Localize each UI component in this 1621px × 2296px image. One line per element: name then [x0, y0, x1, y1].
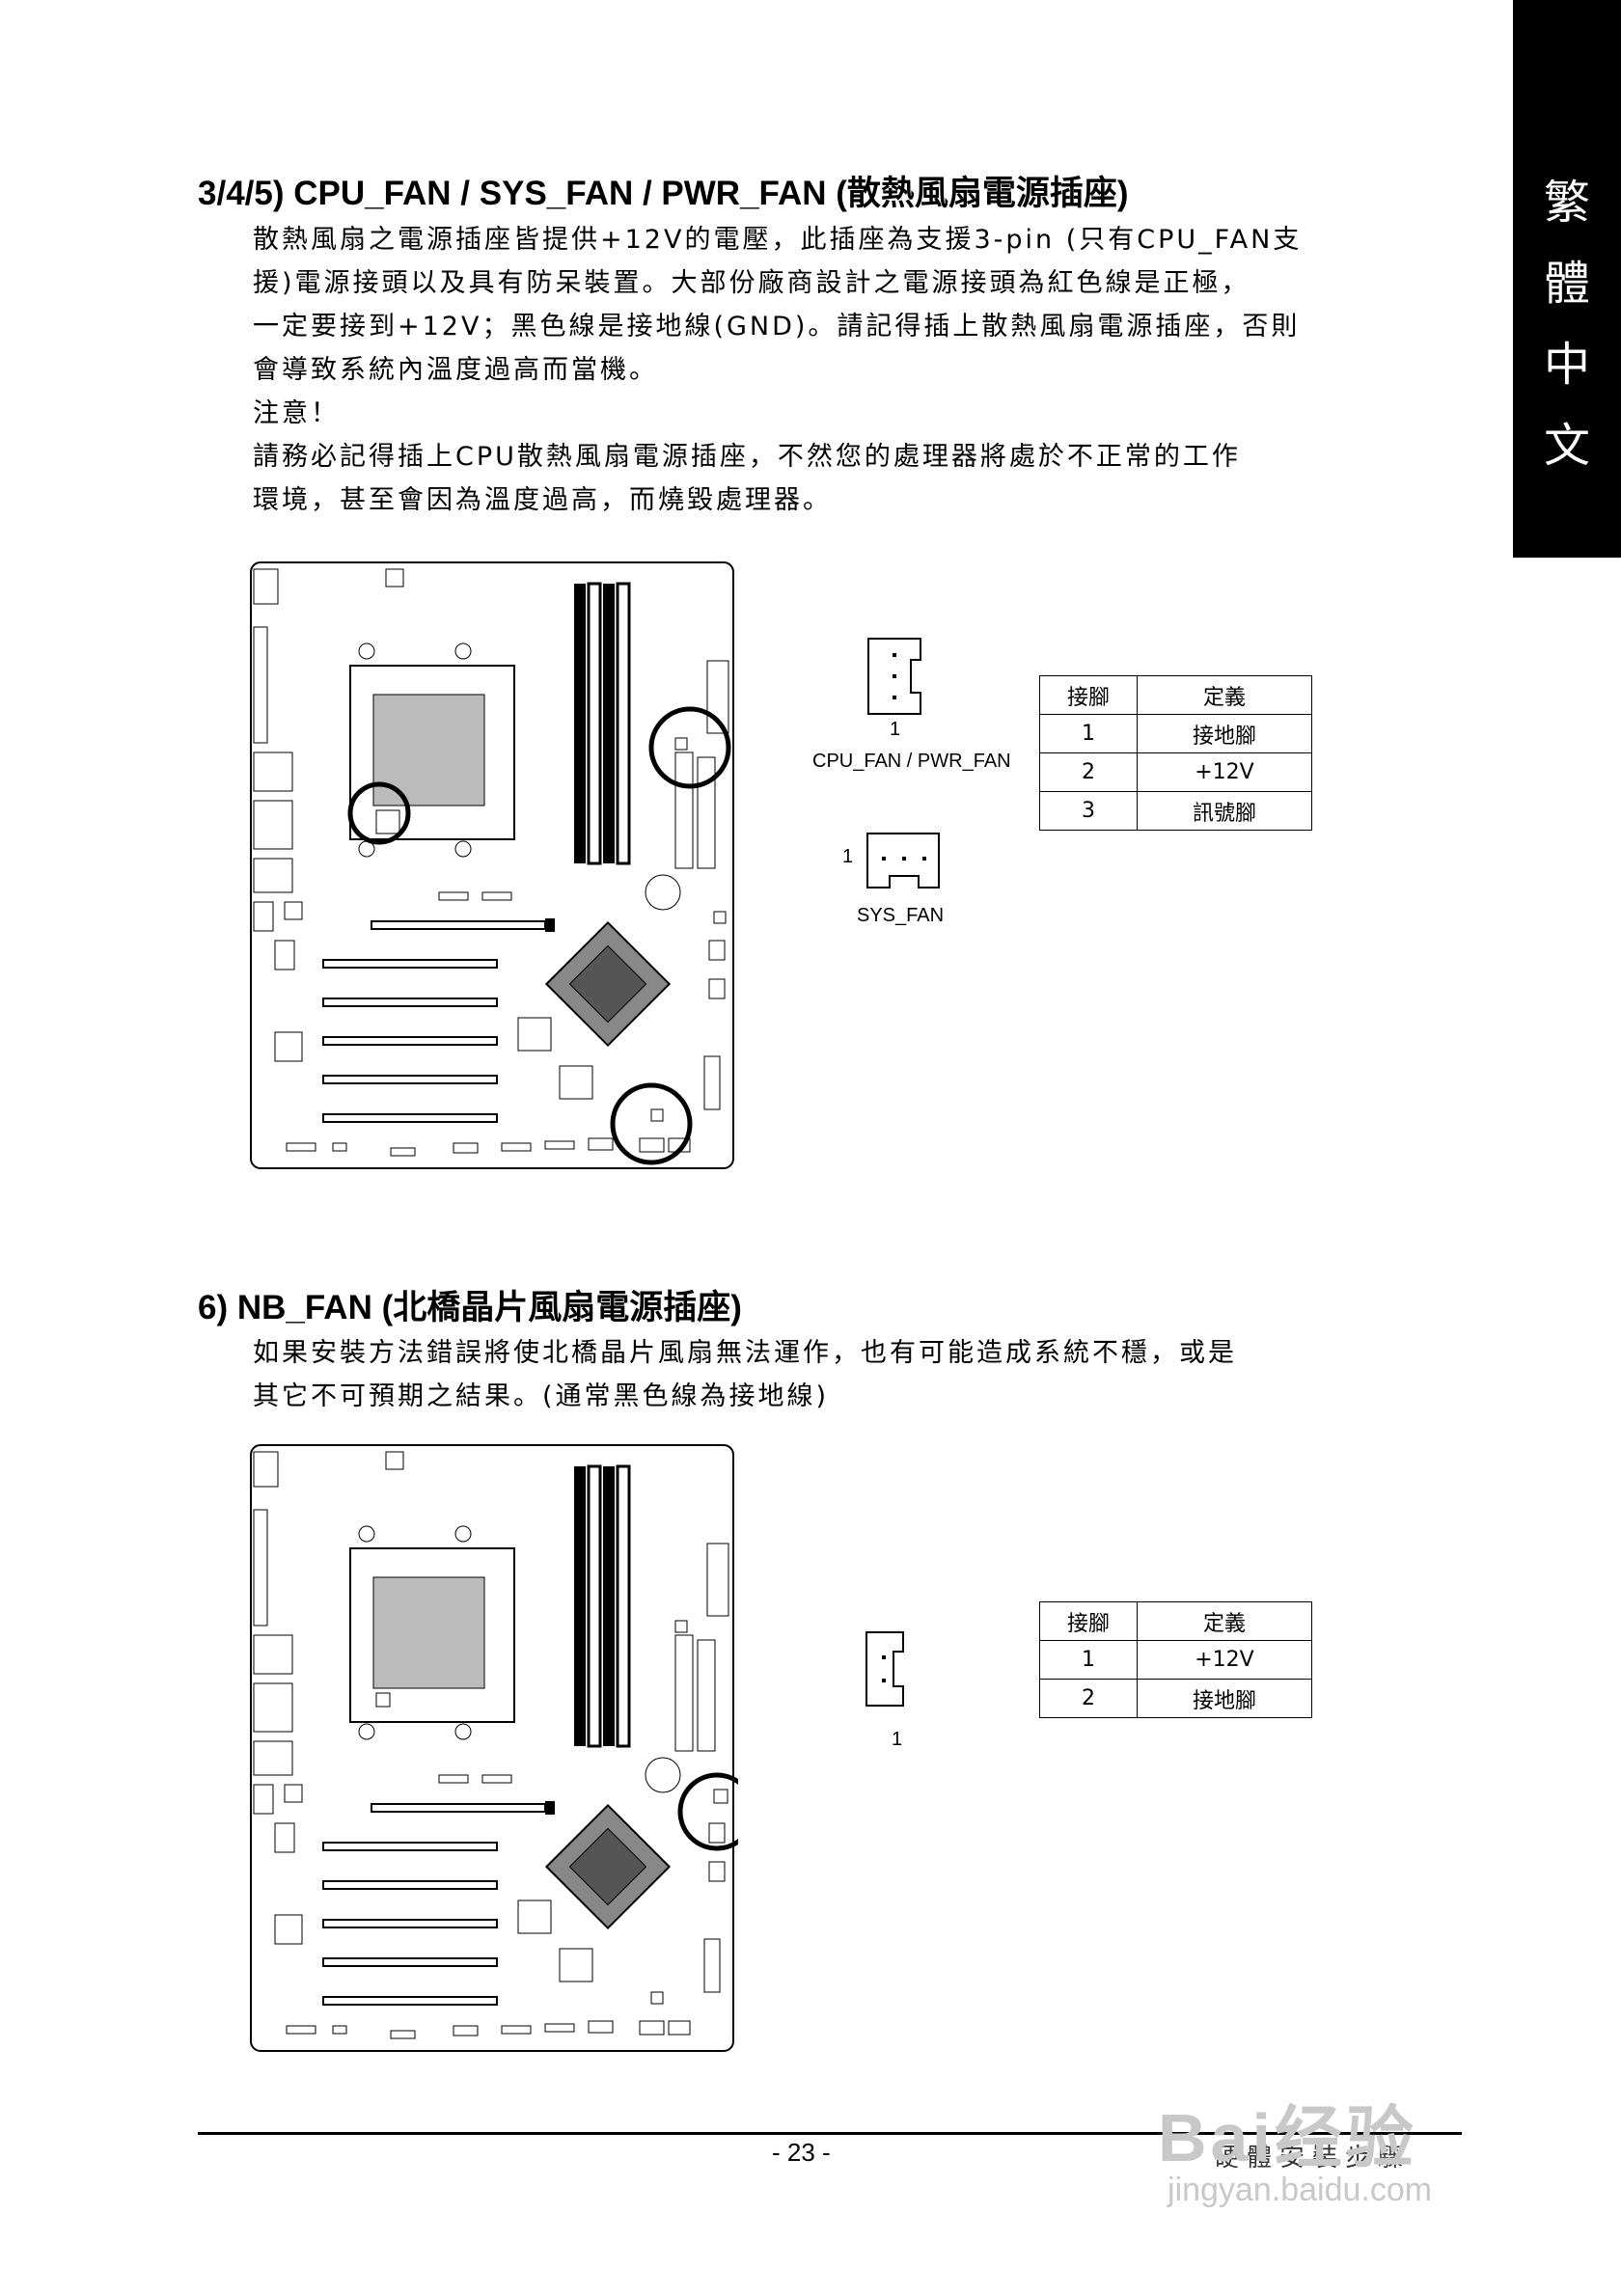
- sys-fan-label: SYS_FAN: [857, 905, 945, 926]
- table-header: 定義: [1137, 1601, 1312, 1641]
- body-line: 援)電源接頭以及具有防呆裝置。大部份廠商設計之電源接頭為紅色線是正極，: [253, 268, 1250, 298]
- fan-pin-table: 接腳 定義 1 接地腳 2 +12V 3 訊號腳: [1039, 675, 1312, 831]
- footer-title: 硬體安裝步驟: [1214, 2144, 1412, 2173]
- cpu-fan-label: CPU_FAN / PWR_FAN: [812, 751, 1011, 772]
- body-line: 會導致系統內溫度過高而當機。: [253, 355, 658, 385]
- pin-cell: 3: [1039, 791, 1138, 831]
- side-tab-char: 體: [1543, 257, 1590, 311]
- body-line: 其它不可預期之結果。(通常黑色線為接地線): [253, 1381, 830, 1411]
- connector-pin-number: 1: [890, 719, 901, 740]
- pin-cell: 2: [1039, 1679, 1138, 1718]
- body-line: 環境，甚至會因為溫度過高，而燒毀處理器。: [253, 485, 832, 515]
- table-header-row: 接腳 定義: [1039, 675, 1312, 715]
- baidu-watermark: Bai经验 jingyan.baidu.com: [1158, 2084, 1432, 2209]
- definition-cell: +12V: [1137, 752, 1312, 792]
- side-tab-char: 中: [1543, 338, 1590, 392]
- language-side-tab: 繁 體 中 文: [1513, 0, 1621, 558]
- table-row: 2 接地腳: [1039, 1679, 1312, 1718]
- table-row: 1 接地腳: [1039, 714, 1312, 753]
- note-label: 注意！: [253, 398, 340, 428]
- definition-cell: 接地腳: [1137, 714, 1312, 753]
- body-line: 一定要接到+12V；黑色線是接地線(GND)。請記得插上散熱風扇電源插座，否則: [253, 312, 1301, 342]
- definition-cell: 接地腳: [1137, 1679, 1312, 1718]
- body-line: 散熱風扇之電源插座皆提供+12V的電壓，此插座為支援3-pin (只有CPU_F…: [253, 225, 1303, 255]
- connector-pin-number: 1: [842, 846, 854, 867]
- pin-cell: 1: [1039, 714, 1138, 753]
- side-tab-char: 繁: [1543, 176, 1590, 230]
- section-heading-nb-fan: 6) NB_FAN (北橋晶片風扇電源插座): [198, 1289, 742, 1326]
- table-header: 接腳: [1039, 675, 1138, 715]
- definition-cell: 訊號腳: [1137, 791, 1312, 831]
- motherboard-diagram-1: [250, 561, 734, 1169]
- section-body-nb-fan: 如果安裝方法錯誤將使北橋晶片風扇無法運作，也有可能造成系統不穩，或是 其它不可預…: [253, 1331, 1430, 1418]
- table-row: 1 +12V: [1039, 1640, 1312, 1680]
- pin-cell: 1: [1039, 1640, 1138, 1680]
- nb-fan-pin-table: 接腳 定義 1 +12V 2 接地腳: [1039, 1601, 1312, 1718]
- body-line: 如果安裝方法錯誤將使北橋晶片風扇無法運作，也有可能造成系統不穩，或是: [253, 1338, 1237, 1368]
- page-number: - 23 -: [772, 2138, 831, 2167]
- section-body-fan: 散熱風扇之電源插座皆提供+12V的電壓，此插座為支援3-pin (只有CPU_F…: [253, 218, 1430, 522]
- side-tab-char: 文: [1543, 419, 1590, 473]
- table-header: 定義: [1137, 675, 1312, 715]
- watermark-brand: Bai经验: [1158, 2100, 1417, 2175]
- body-line: 請務必記得插上CPU散熱風扇電源插座，不然您的處理器將處於不正常的工作: [253, 442, 1241, 472]
- table-header: 接腳: [1039, 1601, 1138, 1641]
- section-heading-fan: 3/4/5) CPU_FAN / SYS_FAN / PWR_FAN (散熱風扇…: [198, 175, 1129, 212]
- watermark-url: jingyan.baidu.com: [1168, 2172, 1433, 2208]
- table-row: 3 訊號腳: [1039, 791, 1312, 831]
- footer-rule: [198, 2132, 1462, 2135]
- motherboard-diagram-2: [250, 1444, 738, 2052]
- table-row: 2 +12V: [1039, 752, 1312, 792]
- pin-cell: 2: [1039, 752, 1138, 792]
- nb-fan-connector-icon: [865, 1631, 904, 1707]
- table-header-row: 接腳 定義: [1039, 1601, 1312, 1641]
- cpu-fan-connector-icon: [867, 638, 921, 715]
- connector-pin-number: 1: [892, 1729, 903, 1750]
- sys-fan-connector-icon: [866, 833, 940, 888]
- definition-cell: +12V: [1137, 1640, 1312, 1680]
